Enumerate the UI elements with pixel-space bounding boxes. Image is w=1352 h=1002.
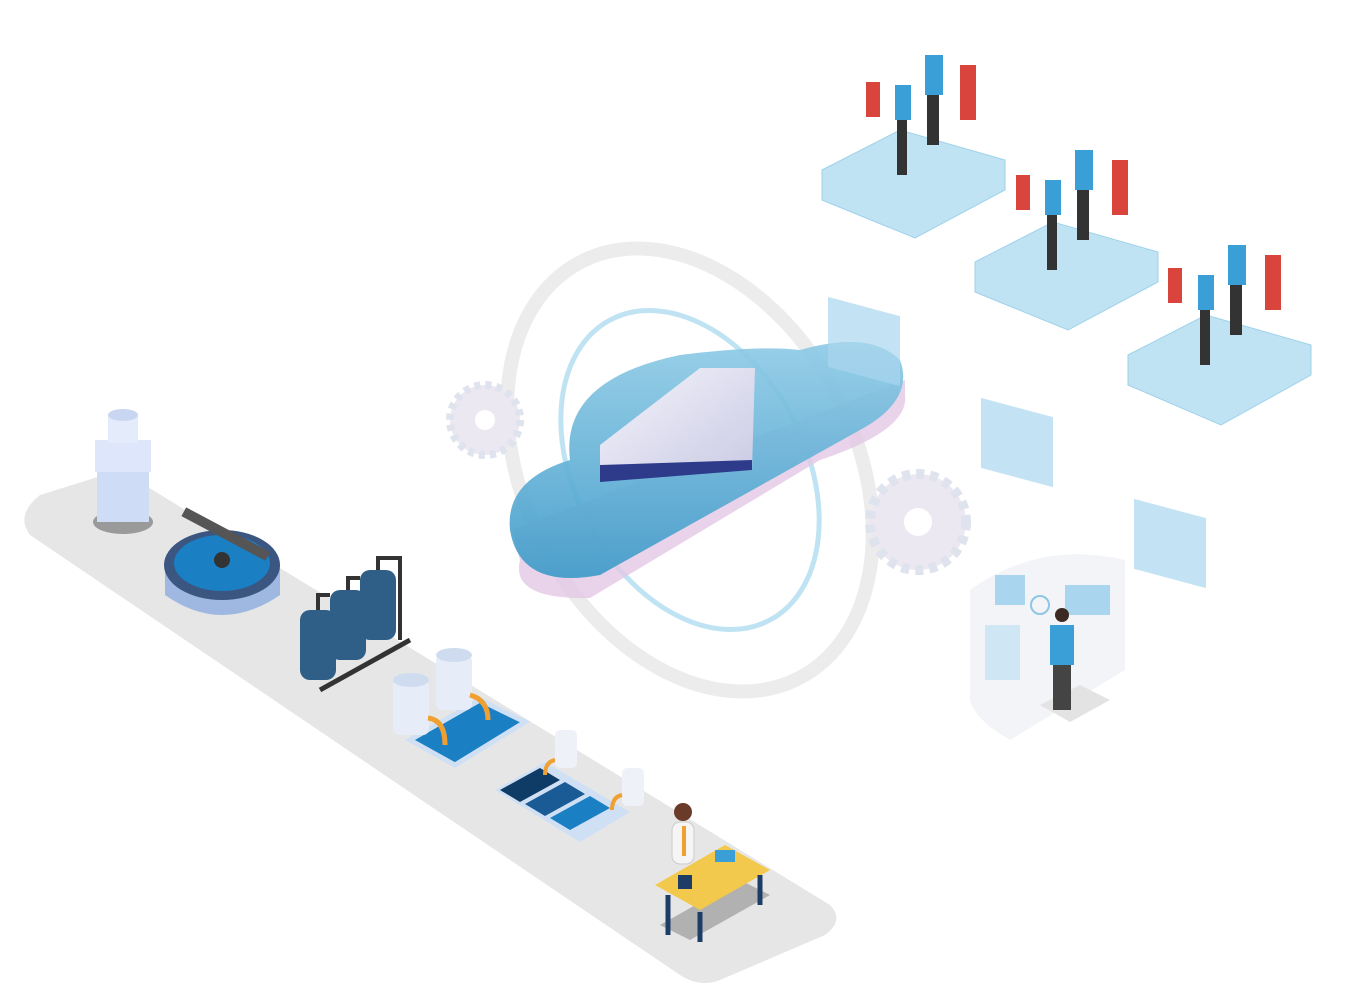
filter-tanks-icon: [300, 556, 412, 693]
lab-scientist-icon: [655, 803, 770, 942]
dashboard-operator-icon: [970, 554, 1125, 740]
clarifier-icon: [164, 507, 280, 615]
team-platform-icon: [1127, 245, 1312, 589]
team-platform-icon: [821, 55, 1006, 387]
water-tower-icon: [93, 409, 153, 534]
gear-icon: [446, 381, 524, 459]
basin-icon: [393, 648, 531, 768]
gear-icon: [865, 469, 971, 575]
team-platform-icon: [974, 150, 1159, 488]
cloud-icon: [509, 342, 906, 599]
sedimentation-basin-icon: [495, 730, 644, 842]
